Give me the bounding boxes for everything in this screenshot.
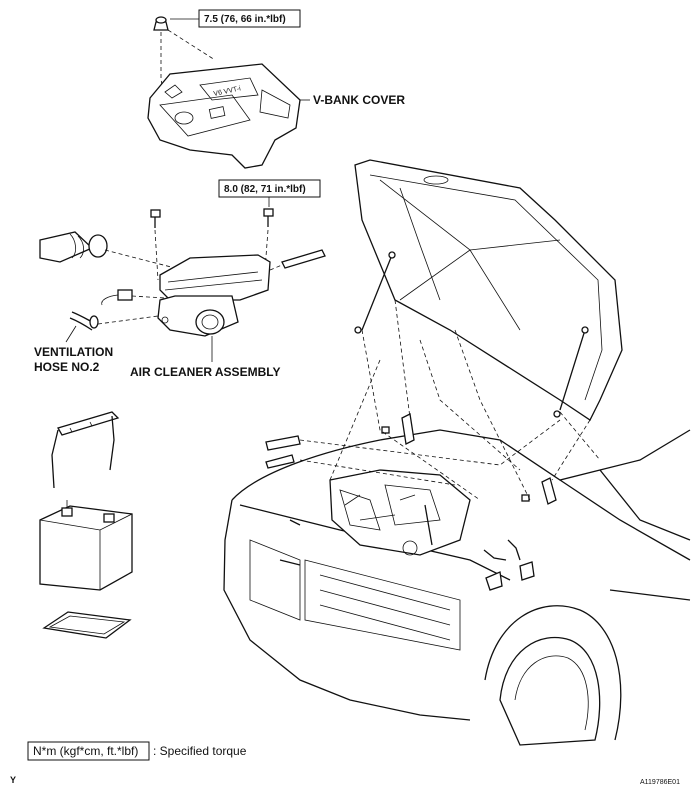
front-wheel-part <box>484 605 622 746</box>
hood-support-left <box>354 251 396 334</box>
cover-nut-torque-value: 7.5 (76, 66 in.*lbf) <box>204 14 286 25</box>
air-cleaner-label: AIR CLEANER ASSEMBLY <box>130 365 280 379</box>
legend-description: : Specified torque <box>153 744 247 758</box>
hood-support-right <box>553 326 589 418</box>
hood-hinge-right <box>541 477 557 505</box>
air-cleaner-assembly-part <box>157 254 271 337</box>
torque-legend: N*m (kgf*cm, ft.*lbf) : Specified torque <box>27 741 247 761</box>
ventilation-hose-leader <box>65 325 77 343</box>
air-cleaner-bolt-left <box>150 209 161 228</box>
battery-tray-part <box>42 611 132 639</box>
intake-hose-part <box>39 231 108 263</box>
ventilation-hose-part <box>69 311 99 331</box>
legend-box-text: N*m (kgf*cm, ft.*lbf) <box>33 744 138 758</box>
v-bank-cover-label: V-BANK COVER <box>313 93 405 107</box>
air-cleaner-bolt-right <box>263 208 274 227</box>
engine-bay-part <box>279 469 471 566</box>
cover-nut-part <box>153 16 169 31</box>
bracket-parts <box>381 426 535 591</box>
corner-mark: Y <box>10 775 16 785</box>
sensor-connector-part <box>101 289 133 306</box>
battery-part <box>39 500 133 591</box>
vehicle-body-part <box>223 429 691 721</box>
air-cleaner-torque-value: 8.0 (82, 71 in.*lbf) <box>224 184 306 195</box>
cover-nut-torque-callout: 7.5 (76, 66 in.*lbf) <box>170 9 301 28</box>
ventilation-hose-label-line2: HOSE NO.2 <box>34 360 100 374</box>
side-tube-part <box>281 249 326 269</box>
battery-clamp-part <box>51 411 120 489</box>
hood-hinge-left <box>401 413 415 445</box>
hood-part <box>354 159 623 421</box>
air-cleaner-torque-callout: 8.0 (82, 71 in.*lbf) <box>218 179 321 207</box>
v-bank-cover-part: V6 VVT-i <box>147 63 301 169</box>
detached-tubes <box>265 435 301 469</box>
ventilation-hose-label-line1: VENTILATION <box>34 345 113 359</box>
figure-id: A119786E01 <box>640 779 680 786</box>
